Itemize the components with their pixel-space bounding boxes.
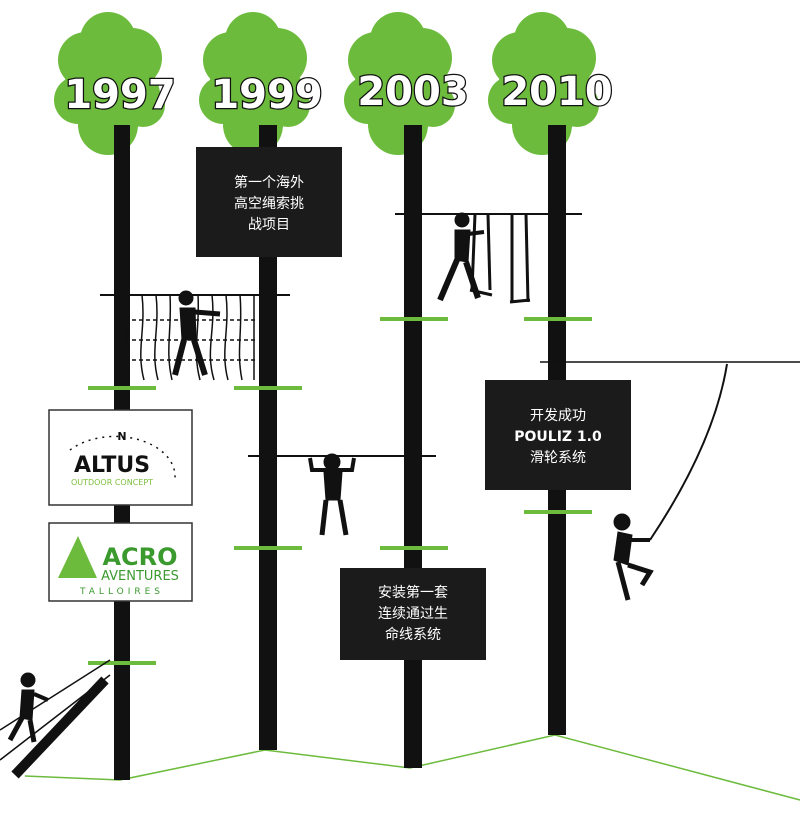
year-label-1999: 1999 bbox=[211, 72, 322, 118]
acro-line3: TALLOIRES bbox=[79, 587, 164, 597]
altus-logo: N ALTUS OUTDOOR CONCEPT bbox=[48, 409, 193, 506]
caption-line: 第一个海外 bbox=[234, 174, 304, 191]
caption-line: 命线系统 bbox=[385, 626, 441, 643]
climber-net-icon bbox=[172, 290, 221, 376]
trunk-2003 bbox=[404, 125, 422, 768]
stair-ladder bbox=[0, 659, 111, 779]
swings bbox=[469, 213, 531, 304]
climber-swing-icon bbox=[437, 212, 485, 302]
ground-line bbox=[24, 734, 801, 801]
altus-compass-letter: N bbox=[117, 430, 126, 443]
caption-box-1999: 第一个海外 高空绳索挑 战项目 bbox=[196, 147, 342, 257]
hanging-person-icon bbox=[308, 453, 356, 536]
caption-line: 战项目 bbox=[248, 217, 290, 233]
year-label-2003: 2003 bbox=[357, 69, 468, 115]
altus-tagline: OUTDOOR CONCEPT bbox=[71, 478, 153, 487]
caption-box-2010: 开发成功 POULIZ 1.0 滑轮系统 bbox=[485, 380, 631, 490]
climber-stairs-icon bbox=[7, 672, 49, 743]
caption-box-2003: 安装第一套 连续通过生 命线系统 bbox=[340, 568, 486, 660]
year-label-2010: 2010 bbox=[501, 69, 612, 115]
caption-line: 滑轮系统 bbox=[530, 449, 586, 466]
acro-logo: ACRO AVENTURES TALLOIRES bbox=[48, 522, 193, 602]
zipline-person-icon bbox=[613, 513, 654, 601]
zip-rope bbox=[649, 363, 728, 541]
caption-line: 安装第一套 bbox=[378, 584, 448, 601]
caption-line: 高空绳索挑 bbox=[234, 195, 304, 212]
trunk-1999 bbox=[259, 125, 277, 750]
caption-line: POULIZ 1.0 bbox=[514, 429, 602, 445]
acro-name: ACRO bbox=[102, 543, 177, 571]
acro-line2: AVENTURES bbox=[101, 569, 179, 584]
caption-line: 连续通过生 bbox=[378, 605, 448, 622]
caption-line: 开发成功 bbox=[530, 408, 586, 424]
year-label-1997: 1997 bbox=[64, 72, 175, 118]
platforms bbox=[88, 317, 592, 665]
altus-name: ALTUS bbox=[74, 453, 150, 478]
